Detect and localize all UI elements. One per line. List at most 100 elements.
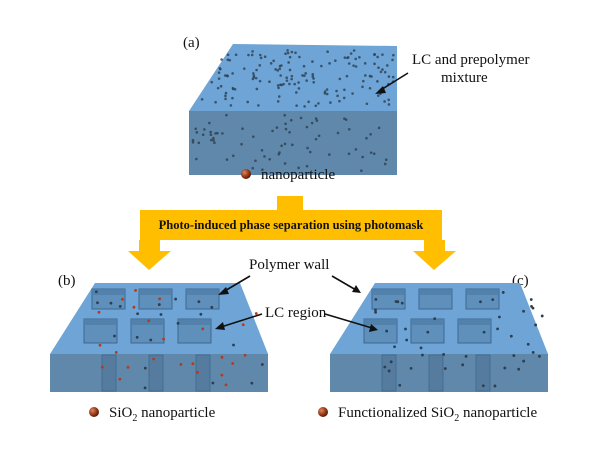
nanoparticle-dot [405,338,409,342]
mixture-particle [247,53,250,57]
mixture-particle [314,137,318,141]
mixture-particles [191,49,395,173]
mixture-particle [317,102,320,105]
mixture-particle [295,104,298,107]
mixture-particle [302,64,306,68]
mixture-particle [354,65,358,68]
mixture-particle [290,77,293,81]
mixture-particle [261,168,264,172]
mixture-particle [354,148,358,151]
mixture-particle [284,127,288,131]
functionalized-legend-rest: nanoparticle [459,405,537,421]
mixture-particle [288,68,292,72]
mixture-particle [326,50,329,54]
mixture-particle [225,113,228,117]
mixture-particle [347,152,351,156]
mixture-particle [277,152,281,156]
mixture-particle [229,104,233,107]
mixture-particle [213,141,216,145]
nanoparticle-dot [176,321,180,325]
mixture-particle [220,58,223,61]
panel-a-tag: (a) [183,35,200,51]
mixture-particle [286,51,290,55]
nanoparticle-dot [126,365,130,369]
nanoparticle-dot [383,365,387,369]
nanoparticle-dot [400,301,404,305]
mixture-particle [352,49,356,52]
mixture-particle [251,135,255,138]
polymer-wall-arrowhead-right [352,285,361,293]
mixture-particle [191,140,195,144]
mixture-particle [368,74,372,78]
nanoparticle-dot [509,334,513,338]
nanoparticle-dot [387,369,391,373]
mixture-particle [212,139,215,142]
mixture-particle [224,91,228,95]
mixture-particle [314,104,318,108]
nanoparticle-dot [113,334,116,338]
mixture-particle [274,68,277,71]
mixture-particle [312,77,315,80]
nanoparticle-dot [394,300,398,303]
nanoparticle-dot [135,335,139,339]
nanoparticle-dot [254,312,258,315]
mixture-particle [233,87,237,91]
nanoparticle-dot [491,298,495,302]
nanoparticle-dot [442,353,446,356]
mixture-particle [320,64,323,68]
nanoparticle-dot [220,355,224,359]
mixture-particle [231,72,234,75]
mixture-particle [258,64,262,67]
nanoparticle-dot [461,363,465,367]
mixture-particle [255,87,259,91]
mixture-particle [377,126,381,130]
mixture-particle [228,58,232,62]
mixture-particle [295,91,298,94]
mixture-particle [276,69,280,72]
mixture-particle [336,94,339,98]
mixture-particle [297,166,300,170]
mixture-particle [328,62,331,65]
nanoparticle-dot [534,323,538,327]
mixture-particle [328,153,331,156]
mixture-particle [226,58,230,62]
arrow-right-head [413,251,456,270]
sio2-legend-sub: 2 [132,413,137,424]
nanoparticle-dot [531,306,535,310]
mixture-particle [252,76,256,79]
nanoparticle-dot [433,317,437,321]
mixture-particle [216,86,220,90]
mixture-particle [289,118,293,122]
front-slot [381,354,397,392]
mixture-particle [373,62,376,66]
functionalized-legend-icon [318,407,328,417]
mixture-particle [280,144,283,148]
mixture-particle [284,122,287,126]
mixture-particle [383,100,386,103]
mixture-particle [342,96,346,100]
mixture-particle [223,74,227,77]
front-slot [475,354,491,392]
nanoparticle-dot [149,338,153,342]
nanoparticle-dot [109,301,113,305]
nanoparticle-dot [385,329,389,333]
lc-region-cell-wall [419,289,452,295]
lc-region-arrow-right [324,313,373,329]
mixture-particle [294,51,297,55]
arrow-left-head [128,251,171,270]
mixture-particle [203,128,206,131]
mixture-particle [383,162,387,166]
mixture-particle [311,60,314,63]
mixture-particle [329,101,332,104]
mixture-particle [250,53,254,57]
mixture-particle [283,113,287,117]
mixture-particle [263,55,267,58]
mixture-particle [209,130,212,134]
nanoparticle-dot [220,373,224,377]
mixture-particle [214,100,217,104]
mixture-particle [210,80,214,84]
mixture-particle [381,53,384,56]
mixture-particle [392,53,395,57]
mixture-particle [311,75,315,78]
lc-region-cell-wall [364,319,397,325]
